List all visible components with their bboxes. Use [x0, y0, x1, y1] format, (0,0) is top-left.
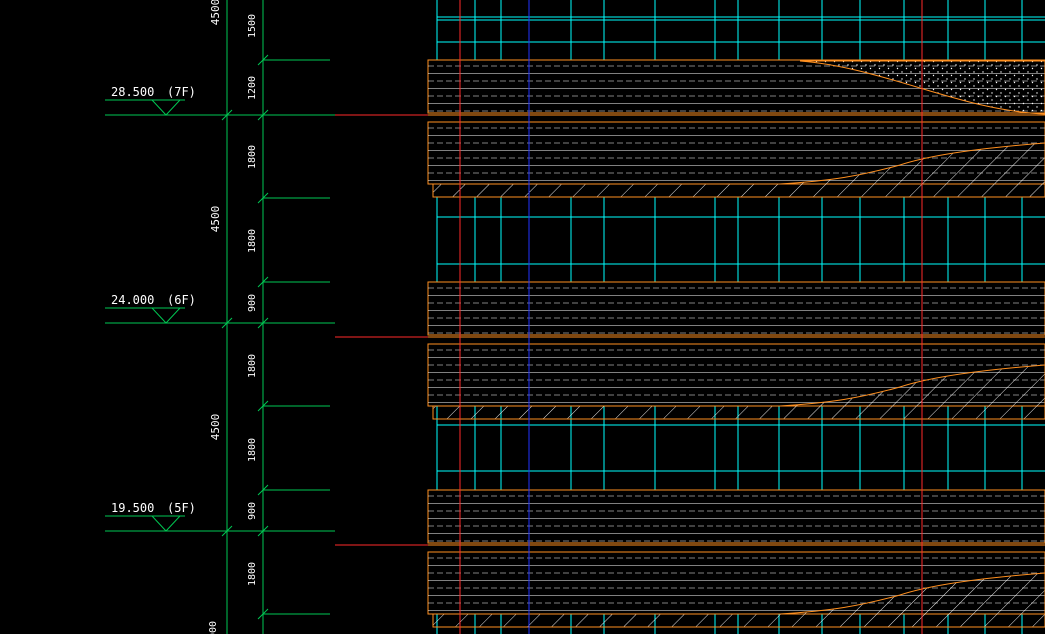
- level-markers: 28.500 (7F) 24.000 (6F) 19.500 (5F): [105, 85, 335, 532]
- level-floor: (5F): [167, 501, 196, 515]
- segment-dim-text: 1800: [247, 145, 258, 169]
- segment-dim-text: 900: [247, 294, 258, 312]
- segment-dim-text: 1800: [247, 354, 258, 378]
- slab-group: [335, 59, 1045, 198]
- dimension-tick: [257, 400, 269, 412]
- level-marker: 28.500 (7F): [105, 85, 335, 116]
- slab-upper-band: [427, 281, 1045, 336]
- level-triangle: [150, 515, 182, 532]
- segment-dim-text: 1800: [247, 229, 258, 253]
- story-height-text: 4500: [209, 0, 222, 25]
- level-triangle: [150, 99, 182, 116]
- segment-dim-text: 1800: [247, 438, 258, 462]
- level-marker: 19.500 (5F): [105, 501, 335, 532]
- segment-dim-text: 1800: [247, 562, 258, 586]
- level-elevation: 19.500: [111, 501, 154, 515]
- slab-group: [335, 281, 1045, 420]
- dimension-tick: [257, 276, 269, 288]
- hatched-wedge: [432, 142, 1045, 198]
- level-elevation: 24.000: [111, 293, 154, 307]
- story-height-text: 4500: [209, 414, 222, 441]
- dimension-chain: [221, 0, 330, 634]
- level-floor: (6F): [167, 293, 196, 307]
- level-elevation: 28.500: [111, 85, 154, 99]
- level-floor: (7F): [167, 85, 196, 99]
- dimension-tick: [257, 54, 269, 66]
- slab-upper-band: [427, 489, 1045, 544]
- dimension-tick: [257, 192, 269, 204]
- floor-slab-sections: [335, 59, 1045, 628]
- level-marker: 24.000 (6F): [105, 293, 335, 324]
- slab-group: [335, 489, 1045, 628]
- segment-dim-text: 1500: [247, 14, 258, 38]
- hatched-wedge: [432, 572, 1045, 628]
- dimension-texts: 4500 4500 4500 1500 1200 1800 1800 900 1…: [208, 0, 258, 634]
- dimension-tick: [257, 484, 269, 496]
- story-height-text: 4500: [209, 206, 222, 233]
- segment-dim-text: 900: [247, 502, 258, 520]
- dimension-tick: [257, 608, 269, 620]
- curtain-wall-grid: [436, 0, 1045, 634]
- segment-dim-text: 1200: [247, 76, 258, 100]
- segment-dim-text: 900: [208, 621, 219, 634]
- level-triangle: [150, 307, 182, 324]
- hatched-wedge: [432, 364, 1045, 420]
